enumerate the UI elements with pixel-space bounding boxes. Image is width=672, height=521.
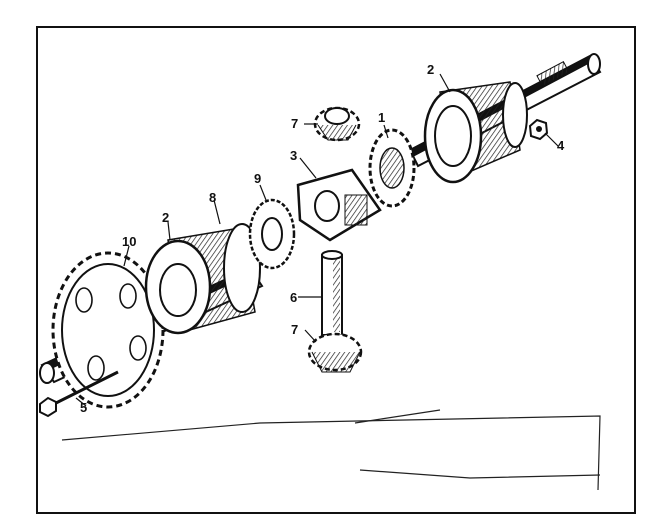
right-housing — [423, 81, 528, 184]
bolt — [39, 370, 119, 418]
spider-block — [296, 168, 382, 242]
callout-nut-4: 4 — [557, 138, 565, 153]
callout-pin-6: 6 — [290, 290, 297, 305]
side-bevel-gear — [368, 128, 416, 208]
callout-housing-2-left: 2 — [162, 210, 169, 225]
sprocket — [51, 251, 165, 409]
top-pinion-gear — [313, 106, 361, 142]
frame-border — [36, 26, 636, 514]
callout-housing-2-right: 2 — [427, 62, 434, 77]
callout-bolt-5: 5 — [80, 400, 87, 415]
left-housing — [144, 223, 261, 335]
callout-spider-3: 3 — [290, 148, 297, 163]
bottom-pinion-gear — [307, 332, 363, 373]
base-sketch-lines — [61, 409, 601, 491]
callout-gear-7-top: 7 — [291, 116, 298, 131]
cross-pin — [321, 250, 343, 336]
leader-lines — [75, 73, 559, 407]
callout-washer-9: 9 — [254, 171, 261, 186]
thrust-washer — [248, 198, 296, 270]
callout-bevel-gear-1: 1 — [378, 110, 385, 125]
callout-sprocket-10: 10 — [122, 234, 136, 249]
callout-gear-7-bottom: 7 — [291, 322, 298, 337]
callout-bearing-8: 8 — [209, 190, 216, 205]
hex-nut — [528, 118, 549, 141]
callout-labels: 7 1 2 4 3 9 8 2 10 6 7 5 — [80, 62, 565, 415]
